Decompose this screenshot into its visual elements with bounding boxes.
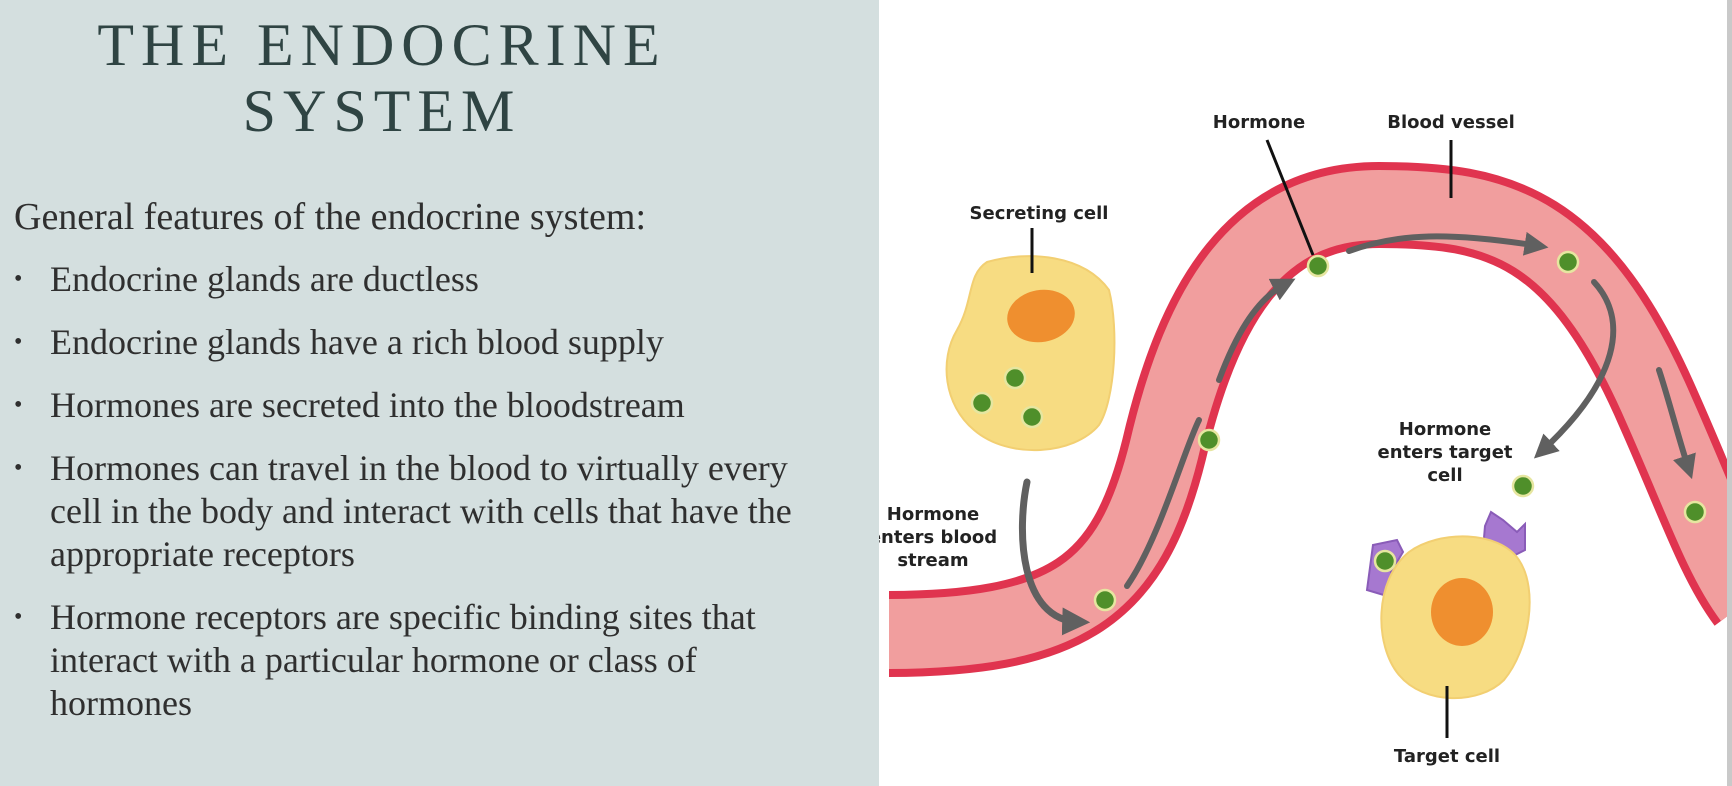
vessel-lumen (889, 169, 1732, 669)
flow-arrow (1216, 278, 1296, 383)
label-line (1265, 139, 1315, 256)
bullet-text: Hormone receptors are specific binding s… (50, 597, 756, 723)
blood-vessel (889, 161, 1732, 677)
target-cell (1365, 510, 1531, 700)
bullet-dot: • (14, 392, 23, 418)
label-enters-blood-line1: Hormone (887, 504, 979, 525)
hormone-dot (1197, 428, 1221, 452)
hormone-dot (1093, 588, 1117, 612)
label-blood-vessel: Blood vessel (1387, 112, 1515, 133)
label-enters-target-line3: cell (1427, 465, 1462, 486)
secreting-cell (945, 255, 1116, 452)
label-target-cell: Target cell (1394, 746, 1500, 767)
flow-arrow (1346, 231, 1549, 256)
bullet-text: Hormones are secreted into the bloodstre… (50, 385, 685, 425)
hormone-dot (1373, 549, 1397, 573)
hormone-dot (1003, 366, 1027, 390)
hormone-dot (1556, 250, 1580, 274)
nucleus (1007, 289, 1075, 343)
secretion-arrow (1018, 478, 1091, 636)
bullet-text: Hormones can travel in the blood to virt… (50, 448, 792, 574)
bullet-dot: • (14, 329, 23, 355)
flow-arrow (1124, 417, 1202, 589)
text-panel: THE ENDOCRINE SYSTEM General features of… (0, 0, 879, 786)
slide-title-text: THE ENDOCRINE SYSTEM (97, 12, 667, 144)
intro-text: General features of the endocrine system… (14, 196, 647, 238)
label-enters-blood-line3: stream (897, 550, 968, 571)
label-hormone: Hormone (1213, 112, 1305, 133)
bullet-text: Endocrine glands have a rich blood suppl… (50, 322, 664, 362)
label-secreting-cell: Secreting cell (970, 203, 1109, 224)
bullet-dot: • (14, 455, 23, 481)
hormone-dot (1511, 474, 1535, 498)
hormone-dot (1306, 254, 1330, 278)
bullet-dot: • (14, 604, 23, 630)
bullet-text: Endocrine glands are ductless (50, 259, 479, 299)
hormone-dot (1683, 500, 1707, 524)
hormone-dot (1020, 405, 1044, 429)
bullet-item: • Hormones are secreted into the bloodst… (14, 384, 794, 427)
bullet-item: • Hormone receptors are specific binding… (14, 596, 794, 725)
hormone-dot (970, 391, 994, 415)
bullet-list: • Endocrine glands are ductless • Endocr… (14, 258, 794, 745)
label-enters-target-line2: enters target (1377, 442, 1512, 463)
flow-arrow (1656, 367, 1696, 480)
label-enters-target-line1: Hormone (1399, 419, 1491, 440)
label-enters-blood-line2: enters blood (879, 527, 997, 548)
bullet-item: • Endocrine glands have a rich blood sup… (14, 321, 794, 364)
edge-strip (1727, 0, 1732, 786)
nucleus (1431, 578, 1493, 646)
entry-arrow (1533, 279, 1617, 459)
bullet-item: • Endocrine glands are ductless (14, 258, 794, 301)
bullet-dot: • (14, 266, 23, 292)
slide-title: THE ENDOCRINE SYSTEM (0, 12, 764, 144)
endocrine-diagram: Hormone Blood vessel Secreting cell Horm… (879, 0, 1732, 786)
bullet-item: • Hormones can travel in the blood to vi… (14, 447, 794, 576)
